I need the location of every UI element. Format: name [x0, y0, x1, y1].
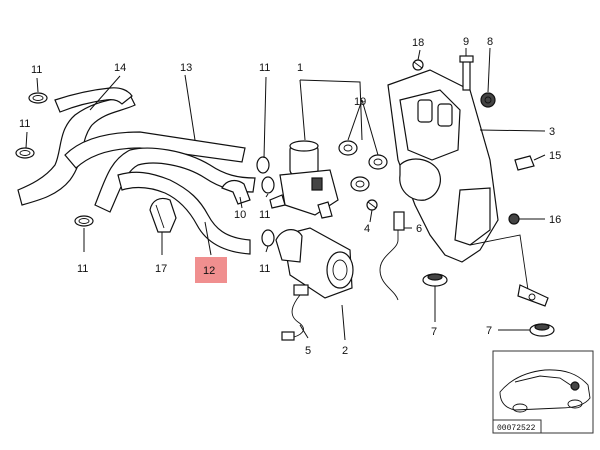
callout-11-top-left: 11	[31, 64, 42, 76]
reference-code-box	[492, 419, 542, 434]
hose-12	[117, 171, 251, 255]
callout-3: 3	[549, 126, 555, 138]
clamp-11-a	[28, 92, 48, 104]
callout-5: 5	[305, 345, 311, 357]
sensor-line-6	[379, 211, 405, 301]
screw-4	[366, 199, 378, 211]
nut-16	[508, 213, 520, 225]
bracket-assembly-3	[387, 69, 549, 307]
callout-18: 18	[412, 37, 424, 49]
bracket-17	[149, 197, 177, 233]
clamp-11-c	[74, 215, 94, 227]
callout-labels: 11 11 14 13 11 1 10 11 11 17 12 11 2 5 1…	[19, 36, 561, 357]
grommet-7-b	[529, 323, 555, 337]
hose-10	[221, 179, 251, 205]
callout-7-right: 7	[486, 325, 492, 337]
callout-16: 16	[549, 214, 561, 226]
callout-14: 14	[114, 62, 126, 74]
callout-11-left: 11	[19, 118, 30, 130]
car-silhouette-icon	[499, 369, 591, 413]
sensor-15	[514, 155, 535, 171]
reference-code: 00072522	[497, 424, 536, 433]
callout-11-top-center: 11	[259, 62, 270, 74]
callout-11-bottom-center: 11	[259, 263, 270, 275]
callout-2: 2	[342, 345, 348, 357]
callout-9: 9	[463, 36, 469, 48]
valve-1	[269, 140, 339, 219]
grommets-19	[338, 140, 388, 192]
callout-10: 10	[234, 209, 246, 221]
pump-2	[275, 227, 354, 299]
vehicle-inset: 00072522	[492, 350, 594, 434]
callout-19: 19	[354, 96, 366, 108]
leader-lines	[25, 47, 546, 341]
callout-17: 17	[155, 263, 167, 275]
callout-12-highlight	[195, 257, 227, 283]
callout-4: 4	[364, 223, 370, 235]
hose-13	[64, 131, 256, 213]
callout-7-center: 7	[431, 326, 437, 338]
callout-8: 8	[487, 36, 493, 48]
cable-5	[281, 294, 304, 341]
nut-8	[480, 92, 496, 108]
clamp-11-b	[15, 147, 35, 159]
callout-13: 13	[180, 62, 192, 74]
clamp-11-e	[261, 229, 275, 247]
callout-15: 15	[549, 150, 561, 162]
callout-6: 6	[416, 223, 422, 235]
callout-11-center: 11	[259, 209, 270, 221]
callout-12: 12	[203, 265, 215, 277]
bolt-9	[459, 55, 474, 91]
grommet-7-a	[422, 273, 448, 287]
callout-11-bottom-left: 11	[77, 263, 88, 275]
clamp-11-d	[256, 156, 275, 194]
screw-18	[412, 59, 424, 71]
callout-1: 1	[297, 62, 303, 74]
